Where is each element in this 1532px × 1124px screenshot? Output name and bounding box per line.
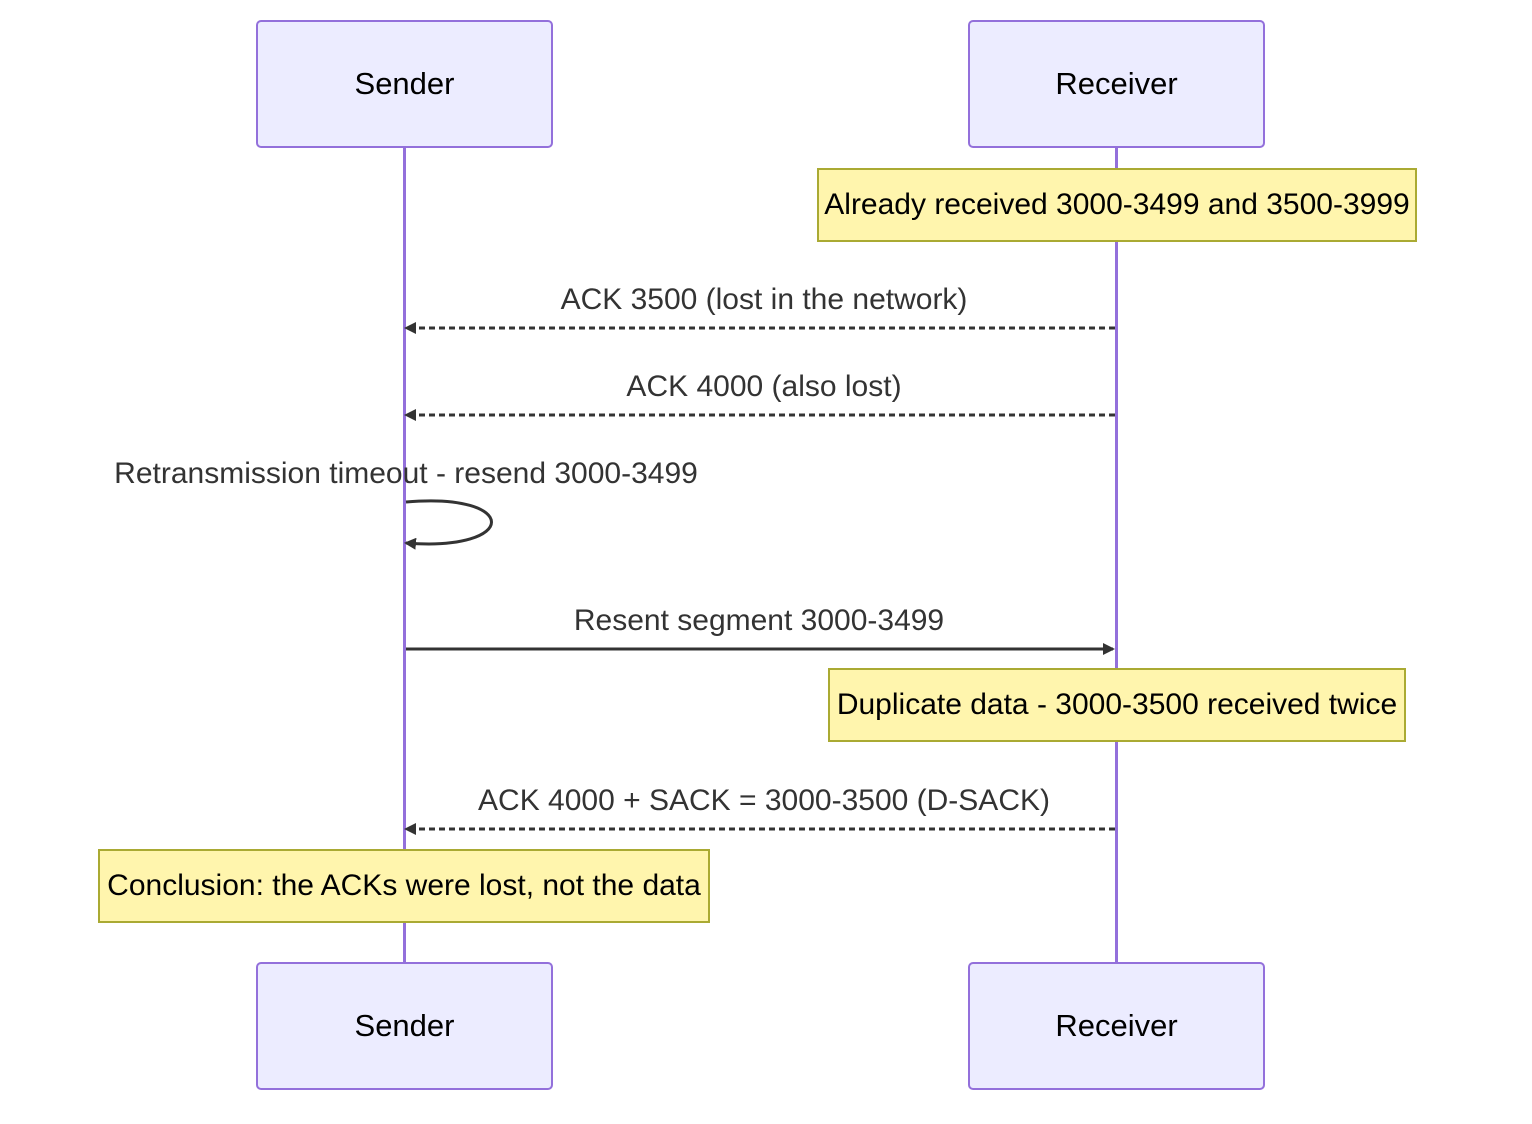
sender-actor-label: Sender [354,1008,455,1043]
sender-actor-label: Sender [354,66,455,101]
resent-segment-label: Resent segment 3000-3499 [573,604,945,637]
note-duplicate-data-text: Duplicate data - 3000-3500 received twic… [836,688,1398,721]
note-duplicate-data: Duplicate data - 3000-3500 received twic… [828,668,1406,742]
timeout-self-loop-arrow [404,499,493,550]
receiver-actor-label: Receiver [1055,1008,1178,1043]
ack-3500-label: ACK 3500 (lost in the network) [560,283,968,316]
timeout-label: Retransmission timeout - resend 3000-349… [114,457,698,490]
receiver-actor-bottom: Receiver [968,962,1265,1090]
sender-actor-bottom: Sender [256,962,553,1090]
sender-actor-top: Sender [256,20,553,148]
receiver-lifeline [1115,148,1118,962]
ack-4000-label: ACK 4000 (also lost) [626,370,902,403]
note-already-received: Already received 3000-3499 and 3500-3999 [817,168,1417,242]
sender-lifeline [403,148,406,962]
receiver-actor-top: Receiver [968,20,1265,148]
note-conclusion: Conclusion: the ACKs were lost, not the … [98,849,710,923]
receiver-actor-label: Receiver [1055,66,1178,101]
dsack-label: ACK 4000 + SACK = 3000-3500 (D-SACK) [478,784,1050,817]
note-conclusion-text: Conclusion: the ACKs were lost, not the … [107,869,701,902]
note-already-received-text: Already received 3000-3499 and 3500-3999 [824,188,1410,221]
